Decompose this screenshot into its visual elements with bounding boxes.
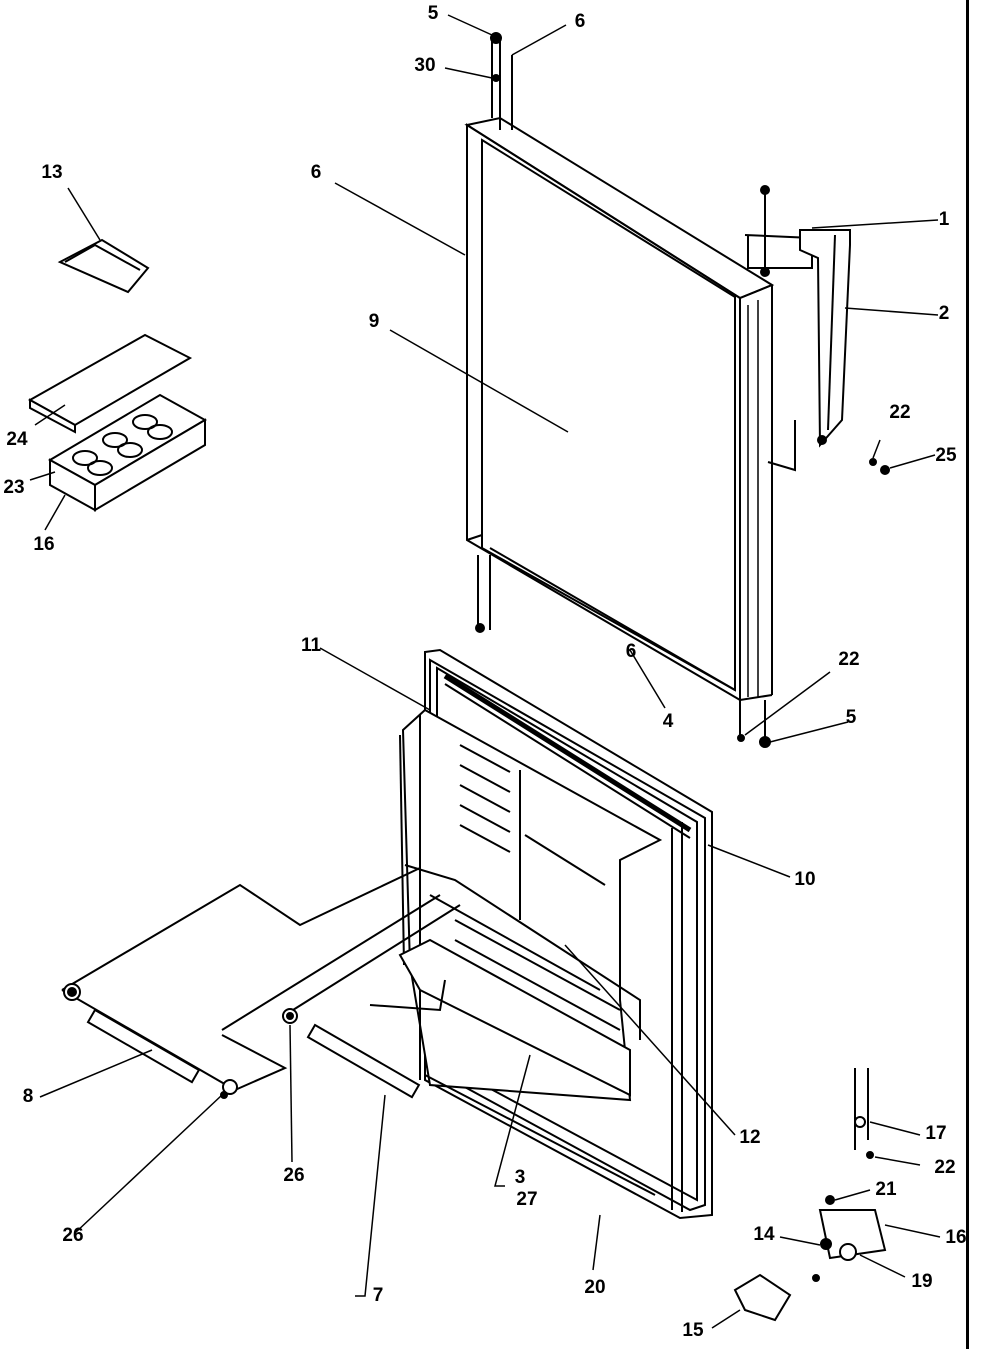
page-border-rule (966, 0, 969, 1349)
door-frame (464, 116, 775, 702)
callout-17: 17 (925, 1123, 946, 1144)
callout-13: 13 (41, 162, 62, 183)
callout-8: 8 (23, 1086, 34, 1107)
callout-16-lower: 16 (945, 1227, 966, 1248)
callout-20: 20 (584, 1277, 605, 1298)
lower-hinge-assembly (733, 1068, 887, 1322)
right-hinge-pin (760, 185, 770, 277)
callout-9: 9 (369, 311, 380, 332)
ice-tray-cover (27, 333, 193, 434)
callout-4: 4 (663, 711, 674, 732)
callout-26-left: 26 (62, 1225, 83, 1246)
callout-2: 2 (939, 303, 950, 324)
ice-tray (47, 393, 208, 512)
callout-23: 23 (3, 477, 24, 498)
leader-lines (29, 14, 941, 1329)
door-liner (398, 648, 713, 1220)
hinge-bracket (744, 229, 851, 472)
callout-25: 25 (935, 445, 957, 466)
callout-5-mid: 5 (846, 707, 857, 728)
callout-6-top: 6 (575, 11, 586, 32)
bracket-screws (869, 458, 890, 475)
callout-7: 7 (373, 1285, 384, 1306)
callout-11: 11 (301, 635, 322, 656)
callout-22-mid: 22 (838, 649, 859, 670)
callout-16-upper: 16 (33, 534, 54, 555)
callout-22-lower: 22 (934, 1157, 955, 1178)
callout-6-left: 6 (311, 162, 322, 183)
callout-10: 10 (794, 869, 815, 890)
ice-bucket-lid (57, 238, 150, 294)
lower-frame-pins (475, 555, 771, 748)
callout-27: 27 (516, 1189, 537, 1210)
callout-15: 15 (682, 1320, 704, 1341)
callout-14: 14 (753, 1224, 775, 1245)
callout-5-top: 5 (428, 3, 439, 24)
shelf-bar-right (221, 894, 461, 1099)
callout-6-mid: 6 (626, 641, 637, 662)
callout-22-upper: 22 (889, 402, 910, 423)
callout-1: 1 (939, 209, 950, 230)
top-hinge-pin (490, 32, 513, 130)
callout-12: 12 (739, 1127, 760, 1148)
callout-3: 3 (515, 1167, 526, 1188)
callout-26-mid: 26 (283, 1165, 304, 1186)
callout-labels: 5 6 30 6 9 1 2 22 25 13 24 23 16 11 6 4 … (3, 3, 966, 1341)
callout-21: 21 (875, 1179, 897, 1200)
shelf-bar-left (61, 867, 421, 1099)
callout-24: 24 (6, 429, 28, 450)
callout-30: 30 (414, 55, 435, 76)
callout-19: 19 (911, 1271, 932, 1292)
